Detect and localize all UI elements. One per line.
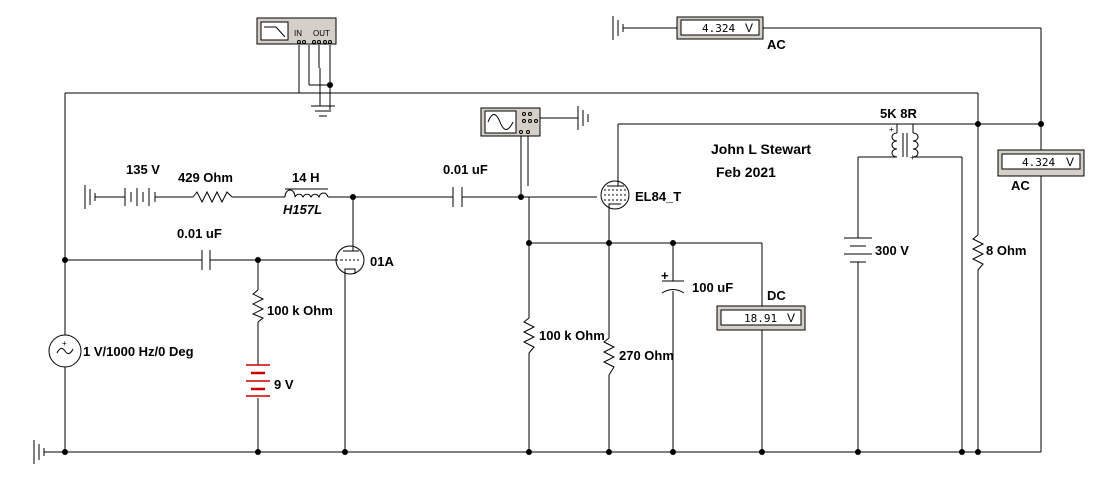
tube-01a-label: 01A — [370, 254, 394, 269]
voltmeter-dc-value: 18.91 — [744, 312, 777, 325]
voltmeter-top-mode: AC — [767, 37, 786, 52]
resistor-270-label: 270 Ohm — [619, 348, 674, 363]
capacitor-input-label: 0.01 uF — [177, 226, 222, 241]
resistor-8-ohm — [971, 234, 985, 271]
capacitor-100uf: + — [661, 268, 685, 294]
voltmeter-dc-mode: DC — [767, 288, 786, 303]
battery-135v-label: 135 V — [126, 162, 160, 177]
battery-135v — [124, 188, 160, 206]
transformer-label: 5K 8R — [880, 106, 917, 121]
resistor-429-label: 429 Ohm — [178, 170, 233, 185]
battery-300v — [844, 237, 872, 263]
battery-300v-label: 300 V — [875, 243, 909, 258]
choke-inductor — [284, 189, 329, 199]
resistor-100k-output — [522, 317, 536, 354]
svg-text:+: + — [62, 339, 67, 348]
bode-out-label: OUT — [313, 29, 330, 38]
choke-label: 14 H — [292, 170, 319, 185]
voltmeter-dc[interactable]: DC 18.91 V — [716, 288, 806, 331]
voltmeter-right-unit: V — [1066, 155, 1074, 169]
ground-bottom-left — [33, 440, 45, 464]
choke-model-label: H157L — [283, 202, 322, 217]
capacitor-top — [452, 187, 473, 207]
resistor-100k-input-label: 100 k Ohm — [267, 303, 333, 318]
battery-9v — [246, 364, 270, 397]
output-transformer: + + — [889, 124, 919, 162]
resistor-270 — [602, 337, 616, 376]
bode-in-label: IN — [294, 29, 302, 38]
voltmeter-top-value: 4.324 — [702, 22, 735, 35]
capacitor-100uf-label: 100 uF — [692, 280, 733, 295]
resistor-8-ohm-label: 8 Ohm — [986, 243, 1026, 258]
ac-source: + — [48, 334, 82, 368]
voltmeter-top-unit: V — [745, 21, 753, 35]
voltmeter-right-mode: AC — [1011, 178, 1030, 193]
capacitor-100uf-plus: + — [661, 268, 669, 283]
ac-source-label: 1 V/1000 Hz/0 Deg — [83, 344, 194, 359]
voltmeter-right[interactable]: 4.324 V AC — [997, 149, 1085, 193]
voltmeter-right-value: 4.324 — [1022, 156, 1055, 169]
svg-text:+: + — [910, 153, 915, 162]
svg-text:+: + — [889, 125, 894, 134]
oscilloscope[interactable] — [480, 107, 541, 137]
ground-top-meter — [612, 16, 628, 40]
voltmeter-top[interactable]: 4.324 V AC — [676, 16, 786, 52]
battery-9v-label: 9 V — [274, 377, 294, 392]
ground-battery — [84, 185, 98, 209]
resistor-100k-output-label: 100 k Ohm — [539, 328, 605, 343]
date-label: Feb 2021 — [716, 164, 776, 180]
resistor-429 — [192, 190, 233, 204]
tube-el84-label: EL84_T — [635, 189, 681, 204]
ground-scope — [577, 106, 589, 130]
voltmeter-dc-unit: V — [787, 311, 795, 325]
junctions — [62, 82, 1044, 455]
capacitor-top-label: 0.01 uF — [443, 162, 488, 177]
bode-plotter[interactable]: IN OUT — [256, 17, 337, 45]
tube-el84 — [600, 180, 630, 210]
tube-01a — [335, 242, 365, 277]
capacitor-input — [192, 250, 212, 270]
ground-bode — [311, 100, 335, 117]
wires — [44, 27, 1042, 453]
resistor-100k-input — [251, 289, 265, 323]
author-label: John L Stewart — [711, 141, 811, 157]
